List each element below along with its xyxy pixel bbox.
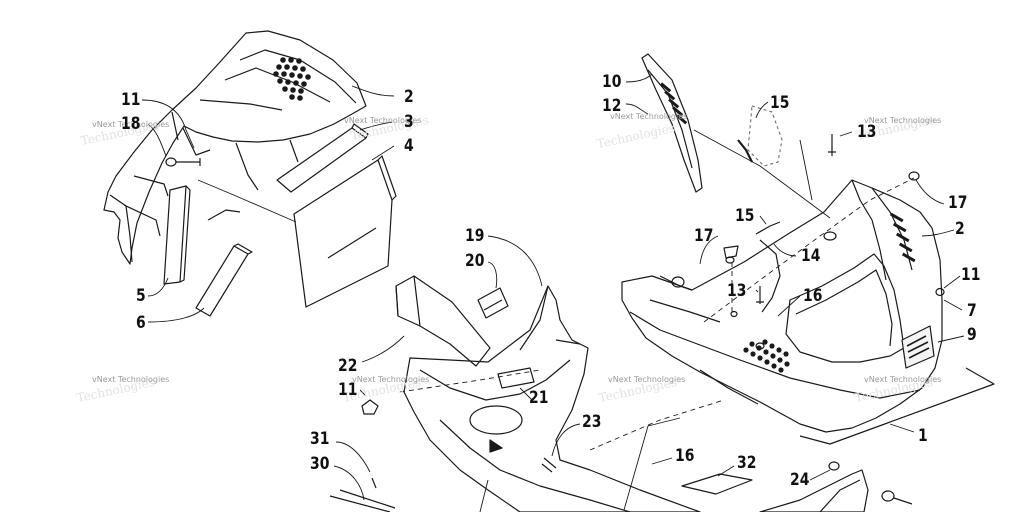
belly-pan bbox=[403, 285, 701, 512]
fasteners-right bbox=[671, 134, 945, 350]
callout-1: 1 bbox=[918, 426, 928, 446]
watermark: vNext Technologies bbox=[864, 375, 942, 384]
callout-24: 24 bbox=[790, 470, 810, 490]
callout-17: 17 bbox=[948, 193, 968, 213]
strip-30-31 bbox=[329, 477, 396, 512]
bracket-slots bbox=[660, 82, 688, 125]
callout-16: 16 bbox=[803, 286, 823, 306]
watermark: vNext Technologies bbox=[352, 375, 430, 384]
side-vent-slots bbox=[889, 212, 916, 263]
fastener-23 bbox=[541, 457, 557, 473]
callout-2: 2 bbox=[404, 87, 414, 107]
callout-30: 30 bbox=[310, 454, 330, 474]
windshield-bracket bbox=[641, 53, 703, 193]
callout-14: 14 bbox=[801, 246, 821, 266]
connector-lines bbox=[197, 129, 831, 512]
callout-15b: 15 bbox=[735, 206, 755, 226]
windshield-trim bbox=[737, 139, 753, 163]
callout-4: 4 bbox=[404, 136, 414, 156]
cable-14 bbox=[759, 239, 781, 313]
callout-21: 21 bbox=[529, 388, 549, 408]
hood-base-lines bbox=[799, 367, 995, 445]
bracket-22 bbox=[395, 275, 491, 367]
callout-31: 31 bbox=[310, 429, 330, 449]
watermark: vNext Technologies bbox=[608, 375, 686, 384]
callout-11c: 11 bbox=[338, 380, 358, 400]
callout-7: 7 bbox=[967, 301, 977, 321]
inner-hood-panel bbox=[103, 30, 367, 265]
callout-17b: 17 bbox=[694, 226, 714, 246]
watermark: vNext Technologies bbox=[92, 120, 170, 129]
vent-holes-b bbox=[743, 339, 790, 373]
vent-holes-a bbox=[273, 57, 311, 101]
watermark: vNext Technologies bbox=[344, 116, 422, 125]
callout-9: 9 bbox=[967, 325, 977, 345]
decal-32 bbox=[681, 473, 753, 495]
callout-6: 6 bbox=[136, 313, 146, 333]
foam-strip-3 bbox=[276, 123, 369, 193]
callout-10: 10 bbox=[602, 72, 622, 92]
callout-11b: 11 bbox=[961, 265, 981, 285]
callout-20: 20 bbox=[465, 251, 485, 271]
callout-2b: 2 bbox=[955, 219, 965, 239]
watermark: vNext Technologies bbox=[92, 375, 170, 384]
callout-3: 3 bbox=[404, 112, 414, 132]
callout-16b: 16 bbox=[675, 446, 695, 466]
callout-13: 13 bbox=[857, 122, 877, 142]
foam-strip-5 bbox=[163, 185, 191, 285]
alignment-lines bbox=[399, 177, 915, 451]
callout-32: 32 bbox=[737, 453, 757, 473]
foam-strip-6 bbox=[195, 243, 253, 317]
decal-9 bbox=[901, 325, 935, 369]
watermark: vNext Technologies bbox=[864, 116, 942, 125]
callout-19: 19 bbox=[465, 226, 485, 246]
windshield bbox=[747, 105, 783, 167]
fastener-11c bbox=[361, 399, 379, 415]
callout-15: 15 bbox=[770, 93, 790, 113]
callout-18: 18 bbox=[121, 114, 141, 134]
callout-13b: 13 bbox=[727, 281, 747, 301]
leader-lines bbox=[141, 73, 965, 501]
watermark: vNext Technologies bbox=[610, 112, 688, 121]
bumper-piece bbox=[759, 461, 913, 512]
pad-20 bbox=[477, 287, 509, 319]
callout-12: 12 bbox=[602, 96, 622, 116]
foam-pad-4 bbox=[293, 155, 397, 308]
callout-11: 11 bbox=[121, 90, 141, 110]
fastener-11-18 bbox=[165, 157, 201, 167]
callout-23: 23 bbox=[582, 412, 602, 432]
callout-5: 5 bbox=[136, 286, 146, 306]
callout-22: 22 bbox=[338, 356, 358, 376]
